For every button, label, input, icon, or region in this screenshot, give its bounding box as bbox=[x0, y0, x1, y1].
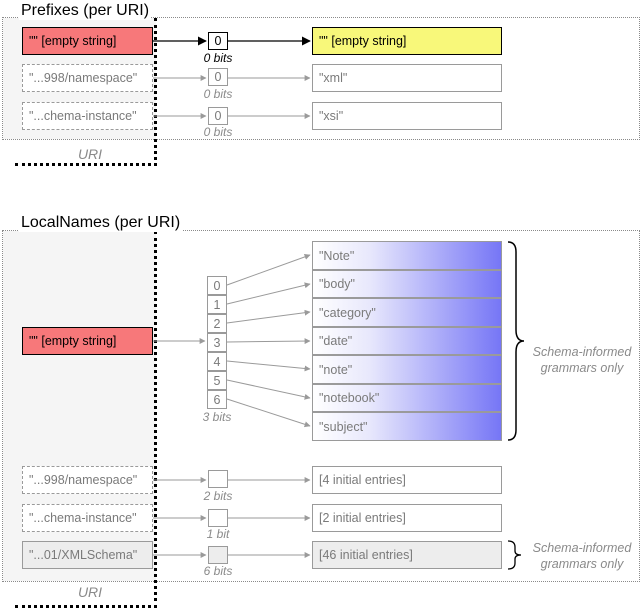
schema-informed-note: Schema-informed grammars only bbox=[532, 345, 632, 375]
localname-entry[interactable]: "notebook" bbox=[312, 384, 502, 412]
localname-entry[interactable]: "note" bbox=[312, 355, 502, 384]
localname-entry[interactable]: "date" bbox=[312, 327, 502, 355]
localname-arrow bbox=[226, 360, 311, 372]
prefixes-title: Prefixes (per URI) bbox=[19, 2, 152, 20]
localname-entry[interactable]: "subject" bbox=[312, 412, 502, 441]
localname-entry[interactable]: "category" bbox=[312, 298, 502, 327]
brace-icon bbox=[507, 540, 522, 570]
localnames-uri-label: URI bbox=[77, 584, 103, 600]
localname-value-entries[interactable]: [4 initial entries] bbox=[312, 466, 502, 494]
localnames-title: LocalNames (per URI) bbox=[19, 214, 183, 232]
localname-index-cell: 6 bbox=[207, 390, 227, 409]
localnames-frame bbox=[2, 230, 640, 582]
localname-index-cell: 2 bbox=[207, 314, 227, 333]
localname-entry[interactable]: "Note" bbox=[312, 241, 502, 270]
prefix-index-cell: 0 bbox=[208, 68, 228, 86]
localname-bits-label: 6 bits bbox=[203, 564, 233, 578]
schema-informed-note-bottom: Schema-informed grammars only bbox=[532, 541, 632, 571]
prefixes-frame bbox=[2, 17, 640, 140]
localname-index-cell: 0 bbox=[207, 276, 227, 295]
localname-bits-label: 2 bits bbox=[203, 489, 233, 503]
localname-uri-xml-namespace[interactable]: "...998/namespace" bbox=[22, 466, 153, 494]
prefix-value-xsi[interactable]: "xsi" bbox=[312, 102, 502, 130]
prefix-index-cell: 0 bbox=[208, 107, 228, 125]
localname-index-cell: 1 bbox=[207, 295, 227, 314]
localname-uri-empty-string[interactable]: "" [empty string] bbox=[22, 327, 153, 355]
localname-entry[interactable]: "body" bbox=[312, 270, 502, 298]
localname-arrow bbox=[226, 398, 311, 428]
localname-arrow bbox=[226, 379, 311, 400]
localname-empty-cell bbox=[208, 470, 228, 488]
localname-index-cell: 4 bbox=[207, 352, 227, 371]
localname-index-cell: 5 bbox=[207, 371, 227, 390]
localname-bits-label: 1 bit bbox=[206, 527, 230, 541]
localname-arrow bbox=[226, 282, 311, 305]
prefix-uri-schema-instance[interactable]: "...chema-instance" bbox=[22, 102, 153, 130]
localname-index-cell: 3 bbox=[207, 333, 227, 352]
brace-icon bbox=[507, 241, 525, 441]
prefix-bits-label: 0 bits bbox=[203, 125, 233, 139]
localname-value-entries[interactable]: [46 initial entries] bbox=[312, 541, 502, 569]
prefix-uri-empty-string[interactable]: "" [empty string] bbox=[22, 27, 153, 55]
prefix-bits-label: 0 bits bbox=[203, 51, 233, 65]
localname-arrow bbox=[226, 338, 311, 345]
localname-empty-cell bbox=[208, 509, 228, 527]
prefixes-uri-label: URI bbox=[77, 146, 103, 162]
prefix-bits-label: 0 bits bbox=[203, 87, 233, 101]
prefix-index-cell: 0 bbox=[208, 32, 228, 50]
localname-bits-label: 3 bits bbox=[202, 410, 232, 424]
prefixes-uri-dotted-border bbox=[15, 18, 157, 166]
localname-arrow bbox=[226, 309, 311, 324]
prefix-uri-xml-namespace[interactable]: "...998/namespace" bbox=[22, 64, 153, 92]
localname-value-entries[interactable]: [2 initial entries] bbox=[312, 504, 502, 532]
prefix-value-xml[interactable]: "xml" bbox=[312, 64, 502, 92]
localname-arrow bbox=[226, 254, 311, 286]
localname-uri-schema-instance[interactable]: "...chema-instance" bbox=[22, 504, 153, 532]
prefix-value-empty-string[interactable]: "" [empty string] bbox=[312, 27, 502, 55]
localname-uri-xmlschema[interactable]: "...01/XMLSchema" bbox=[22, 541, 153, 569]
localname-empty-cell bbox=[208, 546, 228, 564]
